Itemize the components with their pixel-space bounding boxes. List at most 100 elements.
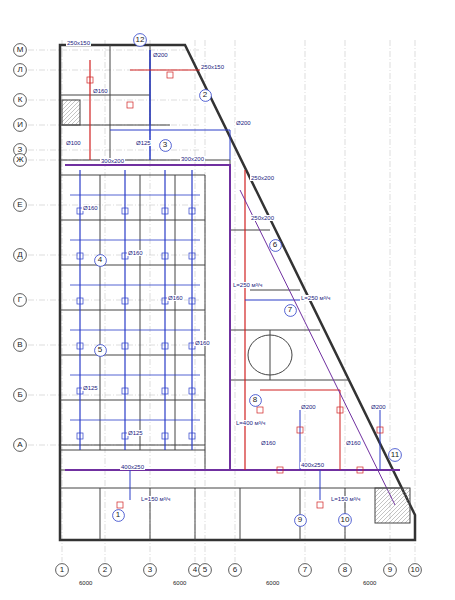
axis-bubble: 1 <box>55 563 69 577</box>
dimension: 6000 <box>172 580 187 586</box>
axis-bubble: А <box>13 438 27 452</box>
room-number: 7 <box>284 304 297 317</box>
room-number: 2 <box>199 89 212 102</box>
duct-size: 250x200 <box>250 215 275 221</box>
axis-bubble: М <box>13 43 27 57</box>
node-text: Б <box>17 391 22 399</box>
node-text: З <box>18 146 23 154</box>
node-text: 10 <box>411 566 420 574</box>
room-number: 1 <box>112 509 125 522</box>
duct-size: Ø200 <box>235 120 252 126</box>
axis-bubble: 5 <box>198 563 212 577</box>
axis-bubble: К <box>13 93 27 107</box>
axis-bubble: 3 <box>143 563 157 577</box>
node-text: 8 <box>253 396 257 404</box>
room-number: 12 <box>133 33 147 47</box>
node-text: 7 <box>288 306 292 314</box>
duct-size: Ø160 <box>82 205 99 211</box>
duct-size: Ø160 <box>345 440 362 446</box>
node-text: 9 <box>298 516 302 524</box>
duct-size: L=250 м³/ч <box>300 295 331 301</box>
node-text: 4 <box>98 256 102 264</box>
duct-size: 400x250 <box>300 462 325 468</box>
duct-size: 300x200 <box>180 156 205 162</box>
node-text: К <box>18 96 23 104</box>
axis-bubble: Г <box>13 293 27 307</box>
axis-bubble: Е <box>13 198 27 212</box>
duct-size: Ø125 <box>82 385 99 391</box>
axis-bubble: Б <box>13 388 27 402</box>
duct-size: L=150 м³/ч <box>330 496 361 502</box>
node-text: 3 <box>163 141 167 149</box>
axis-bubble: 6 <box>228 563 242 577</box>
node-text: 5 <box>203 566 207 574</box>
room-number: 10 <box>338 513 352 527</box>
node-text: 7 <box>303 566 307 574</box>
room-number: 6 <box>269 239 282 252</box>
node-text: 9 <box>388 566 392 574</box>
duct-size: L=150 м³/ч <box>140 496 171 502</box>
axis-bubble: Ж <box>13 153 27 167</box>
node-text: Г <box>18 296 22 304</box>
room-number: 5 <box>94 344 107 357</box>
axis-bubble: 7 <box>298 563 312 577</box>
room-number: 11 <box>388 448 402 462</box>
node-text: 1 <box>60 566 64 574</box>
node-text: 11 <box>391 451 399 459</box>
duct-size: Ø200 <box>300 404 317 410</box>
duct-size: L=250 м³/ч <box>232 282 263 288</box>
duct-size: Ø125 <box>127 430 144 436</box>
duct-size: Ø200 <box>152 52 169 58</box>
duct-size: 250x200 <box>250 175 275 181</box>
room-number: 4 <box>94 254 107 267</box>
node-text: 8 <box>343 566 347 574</box>
duct-size: Ø125 <box>135 140 152 146</box>
axis-bubble: Л <box>13 63 27 77</box>
node-text: Е <box>17 201 22 209</box>
room-number: 3 <box>159 139 172 152</box>
node-text: 6 <box>273 241 277 249</box>
duct-size: Ø200 <box>370 404 387 410</box>
node-text: 2 <box>203 91 207 99</box>
duct-size: L=400 м³/ч <box>235 420 266 426</box>
axis-bubble: 2 <box>98 563 112 577</box>
room-number: 8 <box>249 394 262 407</box>
node-text: Ж <box>16 156 23 164</box>
duct-size: Ø160 <box>194 340 211 346</box>
dimension: 6000 <box>265 580 280 586</box>
axis-bubble: 9 <box>383 563 397 577</box>
node-text: Л <box>17 66 22 74</box>
axis-bubble: И <box>13 118 27 132</box>
duct-size: 250x150 <box>200 64 225 70</box>
node-text: 10 <box>341 516 350 524</box>
duct-size: Ø160 <box>167 295 184 301</box>
axis-bubble: В <box>13 338 27 352</box>
node-text: 5 <box>98 346 102 354</box>
axis-bubble: 8 <box>338 563 352 577</box>
duct-size: Ø160 <box>127 250 144 256</box>
node-text: 2 <box>103 566 107 574</box>
node-text: 4 <box>193 566 197 574</box>
duct-size: 250x150 <box>66 40 91 46</box>
node-text: М <box>17 46 24 54</box>
node-text: В <box>17 341 22 349</box>
duct-size: Ø100 <box>65 140 82 146</box>
room-number: 9 <box>294 514 307 527</box>
node-text: Д <box>17 251 22 259</box>
node-text: 3 <box>148 566 152 574</box>
node-text: 6 <box>233 566 237 574</box>
dimension: 6000 <box>78 580 93 586</box>
axis-bubble: Д <box>13 248 27 262</box>
node-text: 12 <box>136 36 145 44</box>
duct-size: 400x250 <box>120 464 145 470</box>
node-text: А <box>17 441 22 449</box>
duct-size: Ø160 <box>260 440 277 446</box>
node-text: 1 <box>116 511 120 519</box>
axis-bubble: 10 <box>408 563 422 577</box>
dimension: 6000 <box>362 580 377 586</box>
node-text: И <box>17 121 23 129</box>
duct-size: 300x200 <box>100 158 125 164</box>
duct-size: Ø160 <box>92 88 109 94</box>
